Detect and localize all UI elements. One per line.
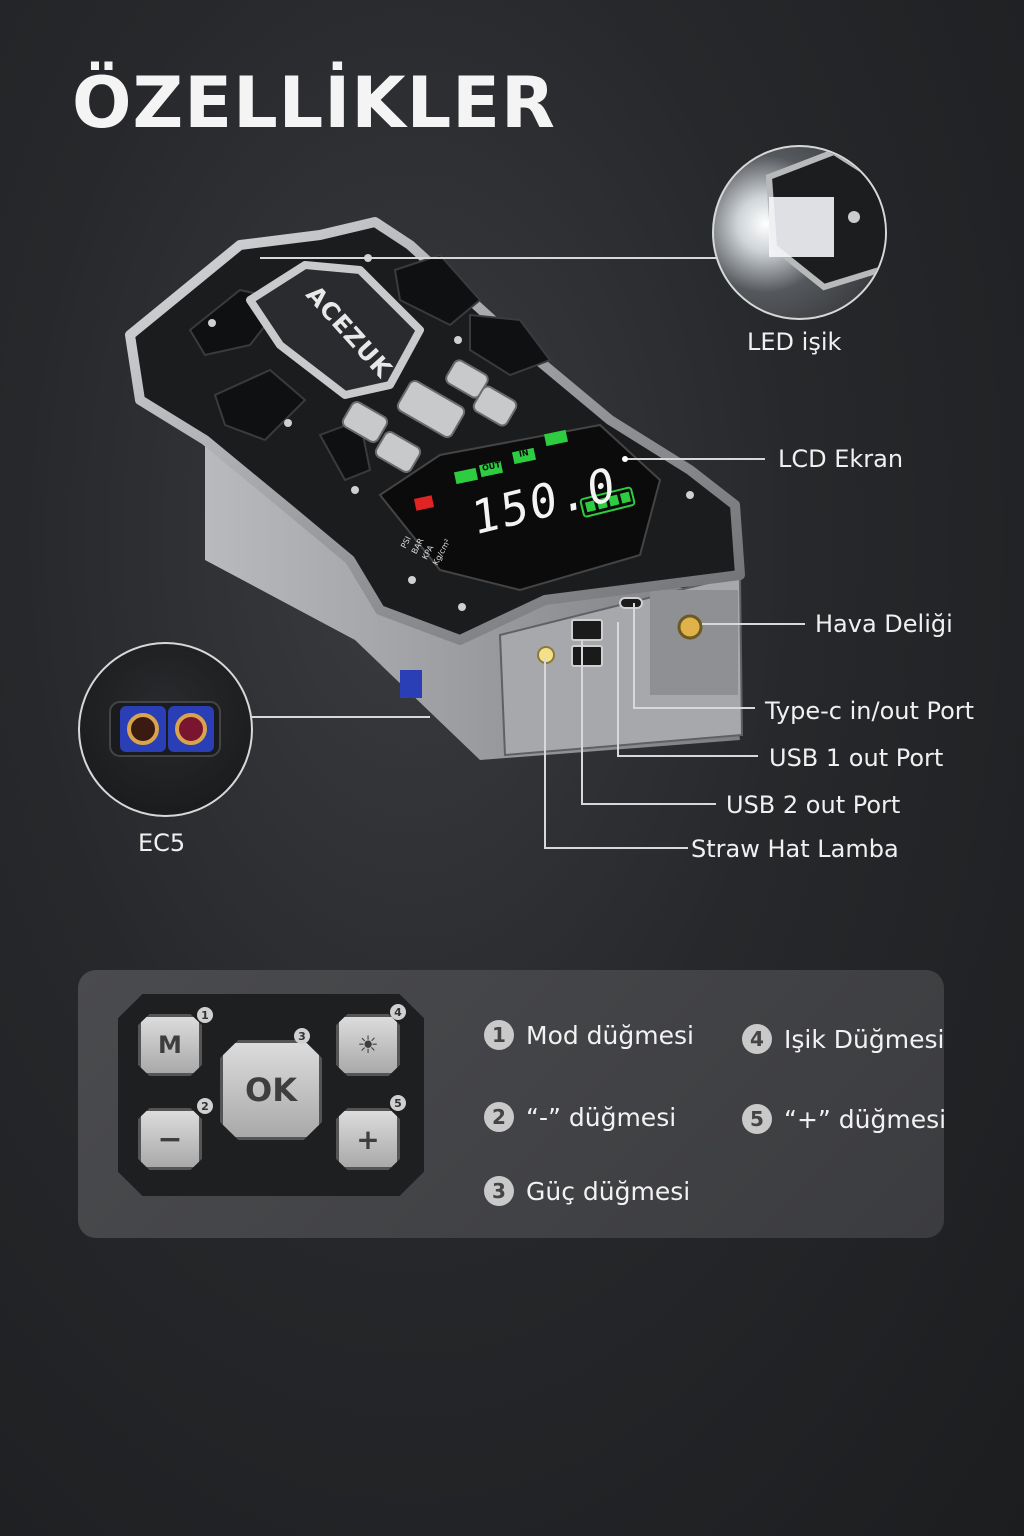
legend-text: Işik Düğmesi [784,1024,945,1054]
ok-key-label: OK [245,1071,297,1109]
legend-number: 2 [484,1102,514,1132]
key-number-badge: 3 [294,1028,310,1044]
legend-number: 1 [484,1020,514,1050]
minus-key: − [138,1108,202,1170]
legend-item-plus: 5 “+” düğmesi [742,1104,946,1134]
legend-number: 5 [742,1104,772,1134]
legend-item-power: 3 Güç düğmesi [484,1176,690,1206]
key-number-badge: 1 [197,1007,213,1023]
ok-key: OK [220,1040,322,1140]
air-vent-grid [650,590,738,695]
lcd-screen-label: LCD Ekran [778,445,904,473]
plus-key: + [336,1108,400,1170]
legend-item-mode: 1 Mod düğmesi [484,1020,694,1050]
usb1-port-label: USB 1 out Port [769,744,944,772]
legend-text: “+” düğmesi [784,1104,947,1134]
led-light-inset [712,145,887,320]
key-number-badge: 2 [197,1098,213,1114]
legend-text: Mod düğmesi [526,1020,694,1050]
mode-key: M [138,1014,202,1076]
button-guide-panel: M 1 − 2 OK 3 ☀ 4 + 5 1 Mod düğmesi 2 “-”… [78,970,946,1238]
legend-item-light: 4 Işik Düğmesi [742,1024,944,1054]
legend-text: “-” düğmesi [526,1102,677,1132]
keypad-illustration: M 1 − 2 OK 3 ☀ 4 + 5 [118,994,424,1196]
key-number-badge: 5 [390,1095,406,1111]
minus-key-label: − [157,1121,183,1157]
sun-icon: ☀ [357,1031,379,1059]
air-hole-label: Hava Deliği [815,610,953,638]
plus-key-label: + [356,1122,380,1156]
ec5-connector-inset [78,642,253,817]
legend-number: 3 [484,1176,514,1206]
led-light-label: LED işik [747,328,842,356]
product-illustration [125,217,805,849]
straw-hat-lamp-label: Straw Hat Lamba [691,835,899,863]
page-title: ÖZELLİKLER [72,62,556,144]
key-number-badge: 4 [390,1004,406,1020]
legend-number: 4 [742,1024,772,1054]
light-key: ☀ [336,1014,400,1076]
mode-key-label: M [158,1031,182,1059]
typec-port-label: Type-c in/out Port [765,697,975,725]
legend-text: Güç düğmesi [526,1176,691,1206]
legend-item-minus: 2 “-” düğmesi [484,1102,676,1132]
ec5-label: EC5 [138,829,186,857]
usb2-port-label: USB 2 out Port [726,791,901,819]
